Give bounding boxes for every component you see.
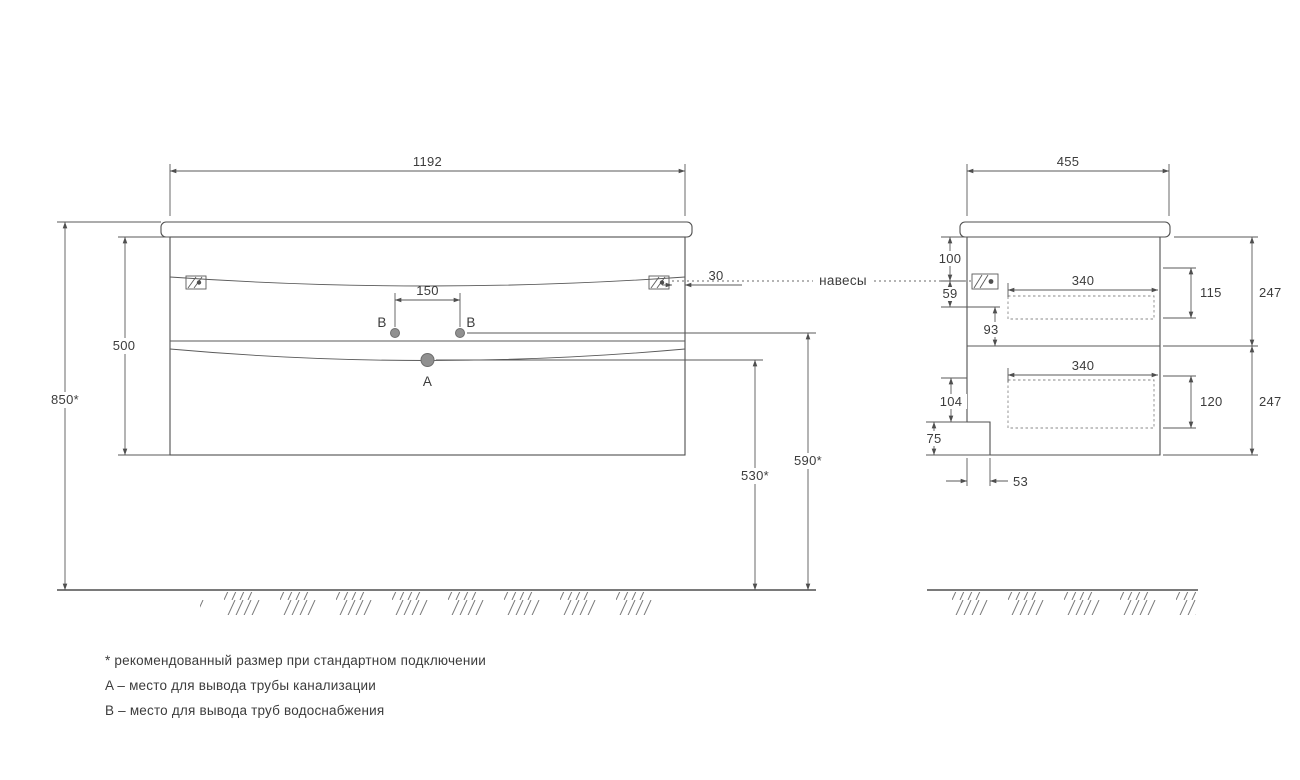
footnote-a: A – место для вывода трубы канализации [105, 678, 376, 693]
dim-inner-gap-label: 93 [983, 322, 998, 337]
hanger-hatch [187, 276, 197, 289]
dim-drawer-depth-bottom: 340 [1007, 358, 1159, 382]
dim-top-offset-label: 100 [939, 251, 962, 266]
front-right-hanger [648, 275, 670, 290]
point-b-left-label: B [377, 315, 386, 330]
hanger-bracket [185, 275, 207, 290]
dim-front-height-top: 247 [1163, 236, 1282, 347]
hanger-bracket [971, 273, 999, 290]
dim-front-height-top-label: 247 [1259, 285, 1282, 300]
dim-mount-height-label: 850* [51, 392, 79, 407]
dim-hanger-offset-label: 30 [708, 268, 723, 283]
hole-a [420, 353, 435, 367]
hanger-hole [196, 280, 202, 285]
hanger-bracket [648, 275, 670, 290]
hole-b-left [390, 328, 400, 338]
dim-mount-height: 850* [44, 221, 161, 591]
footnote-b: B – место для вывода труб водоснабжения [105, 703, 384, 718]
dim-inner-height-top-label: 115 [1200, 285, 1222, 300]
dim-depth-label: 455 [1057, 154, 1080, 169]
side-view [959, 221, 1171, 456]
hanger-hole [988, 279, 994, 284]
footnote-asterisk: * рекомендованный размер при стандартном… [105, 653, 486, 668]
front-drawer-curve-top [169, 276, 686, 287]
dim-inner-height-bottom-label: 120 [1200, 394, 1223, 409]
dim-drawer-depth-bottom-label: 340 [1072, 358, 1095, 373]
floor-hatch-left [200, 592, 658, 615]
front-left-hanger [185, 275, 207, 290]
front-countertop [160, 221, 693, 238]
hanger-hatch [973, 274, 983, 289]
front-view: B B A [160, 221, 693, 456]
dim-drain-height-label: 530* [741, 468, 769, 483]
side-countertop [959, 221, 1171, 238]
dim-hanger-gap: 59 [938, 280, 1000, 308]
dim-inner-height-bottom: 120 [1163, 375, 1223, 429]
hanger-hatch [650, 276, 660, 289]
dim-notch-depth-label: 53 [1013, 474, 1028, 489]
dim-drawer-depth-top-label: 340 [1072, 273, 1095, 288]
dim-top-offset: 100 [934, 236, 967, 282]
front-dimensions: 1192 500 850* 150 530* [44, 154, 829, 591]
footnotes: * рекомендованный размер при стандартном… [105, 653, 486, 718]
side-dimensions: 455 100 59 93 340 [922, 154, 1282, 489]
dim-inner-height-top: 115 [1163, 267, 1222, 319]
dim-drawer-depth-top: 340 [1007, 273, 1159, 297]
hangers-leader: навесы [672, 273, 974, 288]
dim-front-height-bottom-label: 247 [1259, 394, 1282, 409]
dim-width: 1192 [169, 154, 686, 216]
dim-width-label: 1192 [413, 154, 442, 169]
dim-supply-height-label: 590* [794, 453, 822, 468]
dim-depth: 455 [966, 154, 1170, 216]
hole-b-right [455, 328, 465, 338]
drawer-box-bottom [1007, 379, 1155, 429]
dim-hole-spacing-label: 150 [416, 283, 439, 298]
hanger-hatch [979, 274, 989, 289]
floor [57, 589, 1198, 615]
hanger-hole [659, 280, 665, 285]
dim-notch-depth: 53 [946, 458, 1028, 489]
hangers-label: навесы [819, 273, 867, 288]
floor-hatch-right [934, 592, 1196, 615]
point-b-right-label: B [466, 315, 475, 330]
dim-drain-height: 530* [436, 359, 776, 591]
side-hanger [971, 273, 999, 290]
dim-hanger-gap-label: 59 [942, 286, 957, 301]
dim-notch-height: 75 [922, 421, 990, 456]
dim-height: 500 [105, 236, 170, 456]
dim-inner-gap: 93 [978, 306, 1004, 347]
dim-bottom-gap: 104 [926, 377, 967, 423]
dim-notch-height-label: 75 [926, 431, 941, 446]
dim-front-height-bottom: 247 [1163, 345, 1282, 456]
dim-supply-height: 590* [467, 332, 829, 591]
dim-hanger-offset: 30 [662, 268, 742, 288]
dim-bottom-gap-label: 104 [940, 394, 963, 409]
dim-hole-spacing: 150 [394, 283, 461, 327]
front-cabinet-body [169, 236, 686, 456]
drawer-box-top [1007, 295, 1155, 320]
point-a-label: A [423, 374, 432, 389]
dim-height-label: 500 [113, 338, 136, 353]
